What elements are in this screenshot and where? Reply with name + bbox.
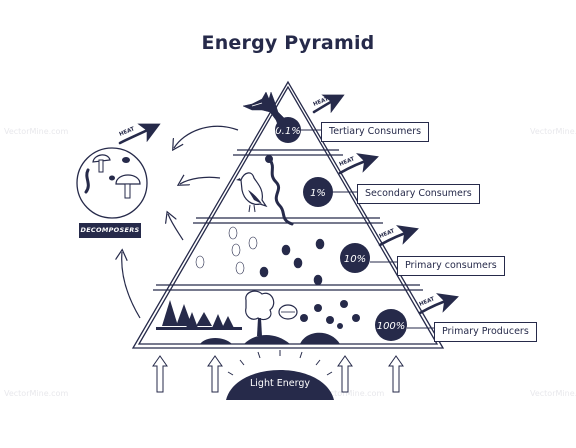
bee-icon xyxy=(195,226,258,275)
fox-icon xyxy=(242,91,285,131)
percent-tertiary: 0.1% xyxy=(275,126,300,137)
connectors xyxy=(301,129,434,329)
heat-label-primary: HEAT xyxy=(379,228,396,240)
watermark-text-3: VectorMine.com xyxy=(4,389,68,398)
heat-arrow-icon xyxy=(118,123,161,145)
percent-circle-primary xyxy=(340,243,370,273)
arrow-up-icon xyxy=(207,355,223,393)
watermark: VectorMine.com VectorMine.com VectorMine… xyxy=(4,127,576,398)
bush-icon xyxy=(200,300,360,344)
percent-circle-producers xyxy=(375,309,407,341)
heat-label-tertiary: HEAT xyxy=(313,96,330,108)
cycle-arrow-icon xyxy=(122,125,239,319)
percent-producers: 100% xyxy=(377,321,406,332)
label-secondary-consumers: Secondary Consumers xyxy=(357,184,480,204)
arrow-up-icon xyxy=(152,355,168,393)
heat-arrow-icon xyxy=(312,94,345,114)
heat-arrows xyxy=(118,94,459,315)
label-primary-consumers: Primary consumers xyxy=(397,256,505,276)
pyramid-outer xyxy=(131,80,445,349)
heat-label-decomposers: HEAT xyxy=(119,126,136,138)
decomposers-circle xyxy=(76,147,148,219)
producers xyxy=(156,290,360,344)
arrow-up-icon xyxy=(388,355,404,393)
percent-secondary: 1% xyxy=(310,188,326,199)
page-title: Energy Pyramid xyxy=(201,32,375,54)
tree-icon xyxy=(245,290,275,336)
tree-icon xyxy=(156,300,242,330)
sun-icon xyxy=(226,350,334,400)
heat-label-secondary: HEAT xyxy=(339,156,356,168)
heat-label-producers: HEAT xyxy=(419,296,436,308)
insects xyxy=(195,226,325,286)
light-arrows xyxy=(152,355,404,393)
label-tertiary-consumers: Tertiary Consumers xyxy=(321,122,430,142)
watermark-text-2: VectorMine.com xyxy=(530,127,576,136)
watermark-text-1: VectorMine.com xyxy=(4,127,68,136)
percent-circle-secondary xyxy=(303,177,333,207)
snake-icon xyxy=(265,155,294,226)
percent-primary: 10% xyxy=(344,254,366,265)
beetle-icon xyxy=(109,157,130,181)
mushroom-icon xyxy=(92,154,141,199)
decomposers-label: DECOMPOSERS xyxy=(79,223,141,238)
heat-arrow-icon xyxy=(378,225,419,247)
label-primary-producers: Primary Producers xyxy=(434,322,537,342)
heat-arrow-icon xyxy=(338,153,379,175)
worm-icon xyxy=(84,168,90,194)
leaf-icon xyxy=(278,304,298,320)
bird-icon xyxy=(236,172,268,213)
arrow-up-icon xyxy=(337,355,353,393)
watermark-text-4: VectorMine.com xyxy=(320,389,384,398)
beetle-icon xyxy=(259,238,325,286)
heat-arrow-icon xyxy=(418,293,459,315)
light-energy-label: Light Energy xyxy=(250,378,310,389)
watermark-text-5: VectorMine.com xyxy=(530,389,576,398)
